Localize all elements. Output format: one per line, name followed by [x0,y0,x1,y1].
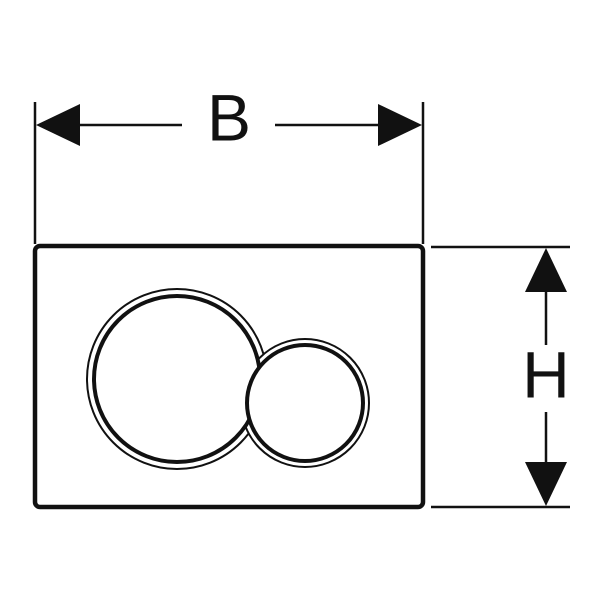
flush-plate-outline [32,243,426,510]
height-arrowhead-bottom [525,462,567,506]
width-arrowhead-right [378,104,422,146]
width-dimension: B [33,80,425,244]
width-arrowhead-left [36,104,80,146]
height-arrowhead-top [525,248,567,292]
width-label: B [207,80,251,154]
large-button-ring [92,294,262,464]
dual-flush-buttons [86,288,370,470]
height-label: H [522,337,570,411]
height-dimension: H [431,245,570,509]
small-button-ring [245,343,365,463]
